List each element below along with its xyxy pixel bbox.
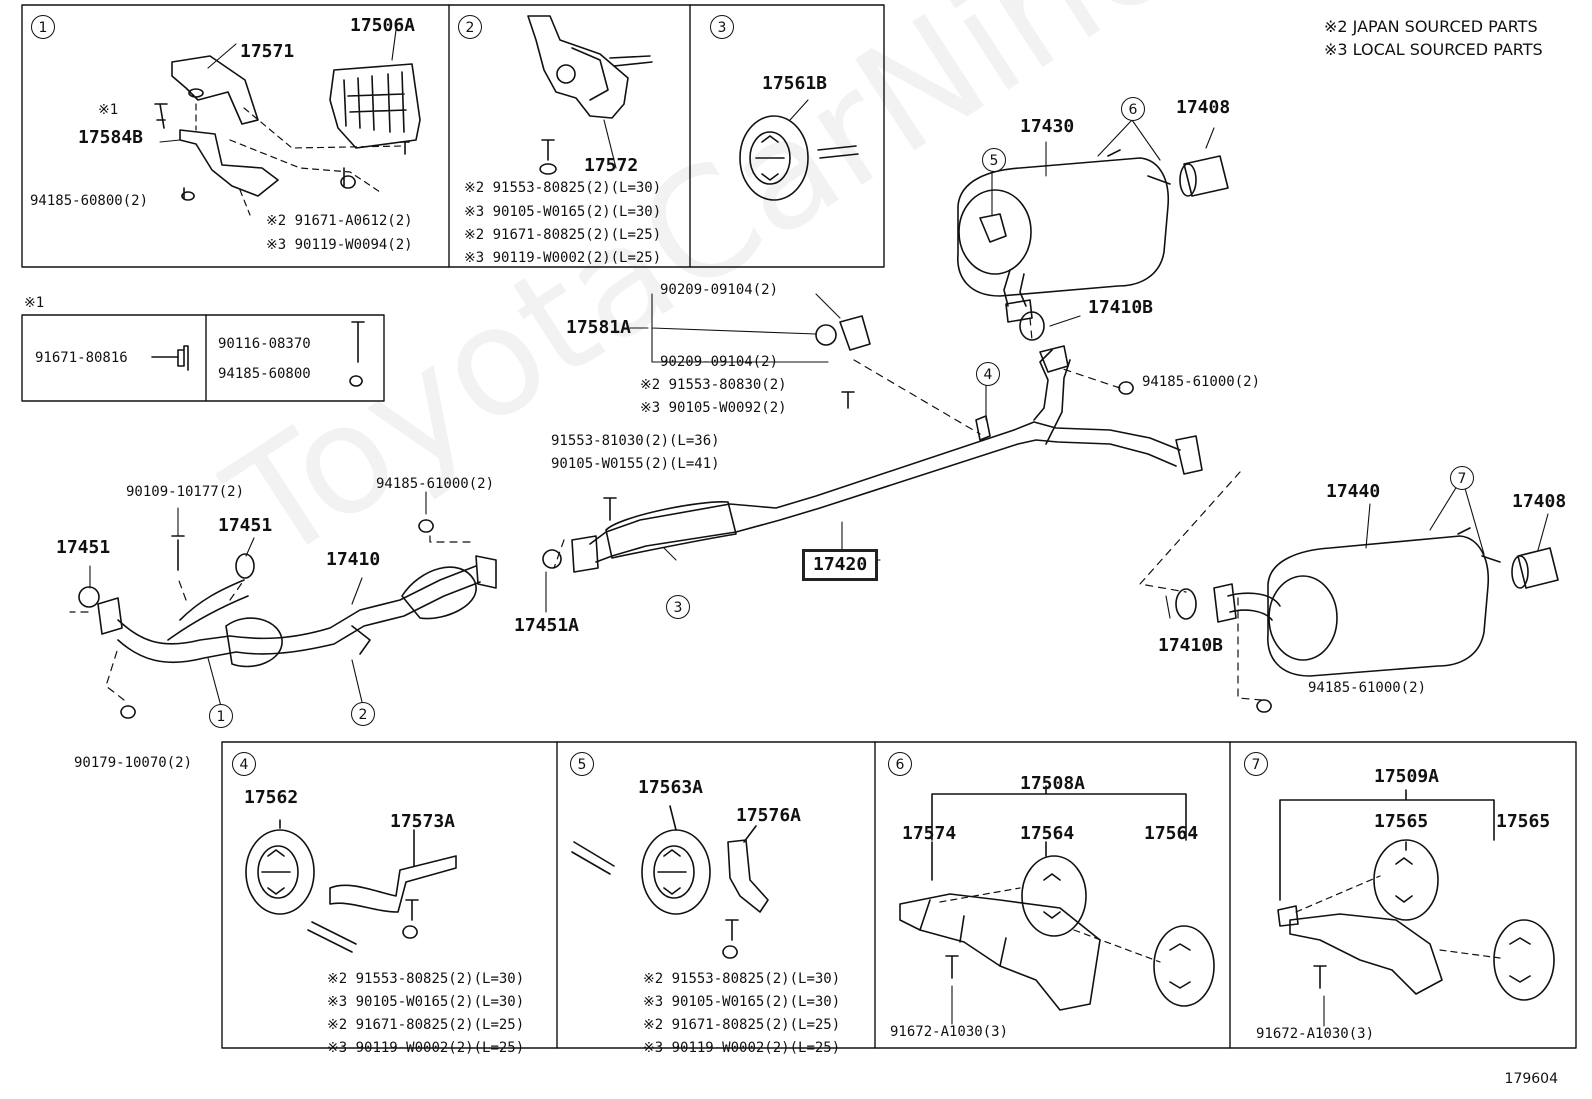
x1-title: ※1	[24, 295, 45, 311]
part-91672-a1030-i6: 91672-A1030(3)	[890, 1024, 1009, 1040]
callout-6: 6	[1121, 97, 1145, 121]
part-17572: 17572	[584, 155, 639, 176]
part-94185-60800-x1: 94185-60800	[218, 366, 311, 382]
part-17506a: 17506A	[350, 15, 416, 36]
part-91672-a1030-i7: 91672-A1030(3)	[1256, 1026, 1375, 1042]
x1-parts	[151, 321, 365, 387]
part-17573a: 17573A	[390, 811, 456, 832]
inset-number-5: 5	[570, 752, 594, 776]
inset6-parts	[899, 785, 1215, 1025]
part-94185-61000-mid: 94185-61000(2)	[1142, 374, 1261, 390]
inset-number-1: 1	[31, 15, 55, 39]
part-17451-right: 17451	[218, 515, 273, 536]
part-90209-09104-b: 90209-09104(2)	[660, 354, 779, 370]
callout-4: 4	[976, 362, 1000, 386]
part-91671-80825-i2: ※2 91671-80825(2)(L=25)	[464, 227, 662, 243]
dashed-leaders	[69, 317, 1263, 701]
inset-number-6: 6	[888, 752, 912, 776]
part-91671-80825-i5: ※2 91671-80825(2)(L=25)	[643, 1017, 841, 1033]
part-17410b-bottom: 17410B	[1158, 635, 1224, 656]
part-17408-bottom: 17408	[1512, 491, 1567, 512]
part-90179-10070: 90179-10070(2)	[74, 755, 193, 771]
part-17420-callout: 17420	[802, 549, 879, 581]
muffler-17440	[1175, 527, 1559, 713]
part-17408-top: 17408	[1176, 97, 1231, 118]
inset3-parts	[739, 115, 859, 201]
part-94185-61000-front: 94185-61000(2)	[376, 476, 495, 492]
part-17565-left: 17565	[1374, 811, 1429, 832]
part-94185-61000-rear: 94185-61000(2)	[1308, 680, 1427, 696]
part-90105-w0092: ※3 90105-W0092(2)	[640, 400, 787, 416]
part-90105-w0155: 90105-W0155(2)(L=41)	[551, 456, 720, 472]
part-90116-08370: 90116-08370	[218, 336, 311, 352]
callout-7: 7	[1450, 466, 1474, 490]
part-91671-80825-i4: ※2 91671-80825(2)(L=25)	[327, 1017, 525, 1033]
callout-3: 3	[666, 595, 690, 619]
inset-frames	[21, 4, 1577, 1049]
part-17571: 17571	[240, 41, 295, 62]
callout-2: 2	[351, 702, 375, 726]
part-17451-left: 17451	[56, 537, 111, 558]
note-local-sourced: ※3 LOCAL SOURCED PARTS	[1324, 40, 1543, 59]
inset-number-7: 7	[1244, 752, 1268, 776]
part-90105-w0165-i5: ※3 90105-W0165(2)(L=30)	[643, 994, 841, 1010]
part-90119-w0094: ※3 90119-W0094(2)	[266, 237, 413, 253]
part-91553-80825-i5: ※2 91553-80825(2)(L=30)	[643, 971, 841, 987]
part-90119-w0002-i2: ※3 90119-W0002(2)(L=25)	[464, 250, 662, 266]
part-17410b-top: 17410B	[1088, 297, 1154, 318]
part-17564-right: 17564	[1144, 823, 1199, 844]
part-17564-left: 17564	[1020, 823, 1075, 844]
part-17584b: 17584B	[78, 127, 144, 148]
part-17576a: 17576A	[736, 805, 802, 826]
part-17508a: 17508A	[1020, 773, 1086, 794]
part-17410: 17410	[326, 549, 381, 570]
part-90119-w0002-i5: ※3 90119-W0002(2)(L=25)	[643, 1040, 841, 1056]
inset1-parts	[154, 55, 421, 216]
inset-number-2: 2	[458, 15, 482, 39]
callout-5: 5	[982, 148, 1006, 172]
inset-number-4: 4	[232, 752, 256, 776]
part-17561b: 17561B	[762, 73, 828, 94]
part-17509a: 17509A	[1374, 766, 1440, 787]
part-17565-right: 17565	[1496, 811, 1551, 832]
part-17440: 17440	[1326, 481, 1381, 502]
part-91553-80825-i2: ※2 91553-80825(2)(L=30)	[464, 180, 662, 196]
part-17581a: 17581A	[566, 317, 632, 338]
part-90105-w0165-i2: ※3 90105-W0165(2)(L=30)	[464, 204, 662, 220]
part-17574: 17574	[902, 823, 957, 844]
part-90105-w0165-i4: ※3 90105-W0165(2)(L=30)	[327, 994, 525, 1010]
inset7-parts	[1277, 789, 1555, 1027]
part-17563a: 17563A	[638, 777, 704, 798]
part-17451a: 17451A	[514, 615, 580, 636]
part-91553-80825-i4: ※2 91553-80825(2)(L=30)	[327, 971, 525, 987]
part-17562: 17562	[244, 787, 299, 808]
part-90119-w0002-i4: ※3 90119-W0002(2)(L=25)	[327, 1040, 525, 1056]
figure-reference-number: 179604	[1504, 1071, 1558, 1087]
part-91671-a0612: ※2 91671-A0612(2)	[266, 213, 413, 229]
inset5-parts	[571, 805, 769, 959]
part-94185-60800: 94185-60800(2)	[30, 193, 149, 209]
inset4-parts	[245, 819, 457, 953]
callout-1: 1	[209, 704, 233, 728]
front-pipe-17410	[78, 519, 497, 719]
part-x1-bolt: ※1	[98, 102, 119, 118]
part-17430: 17430	[1020, 116, 1075, 137]
part-91553-81030: 91553-81030(2)(L=36)	[551, 433, 720, 449]
note-japan-sourced: ※2 JAPAN SOURCED PARTS	[1324, 17, 1538, 36]
part-90209-09104-a: 90209-09104(2)	[660, 282, 779, 298]
inset-number-3: 3	[710, 15, 734, 39]
part-91671-80816: 91671-80816	[35, 350, 128, 366]
part-91553-80830: ※2 91553-80830(2)	[640, 377, 787, 393]
leader-lines	[89, 29, 1549, 711]
inset2-parts	[527, 15, 653, 175]
part-90109-10177: 90109-10177(2)	[126, 484, 245, 500]
